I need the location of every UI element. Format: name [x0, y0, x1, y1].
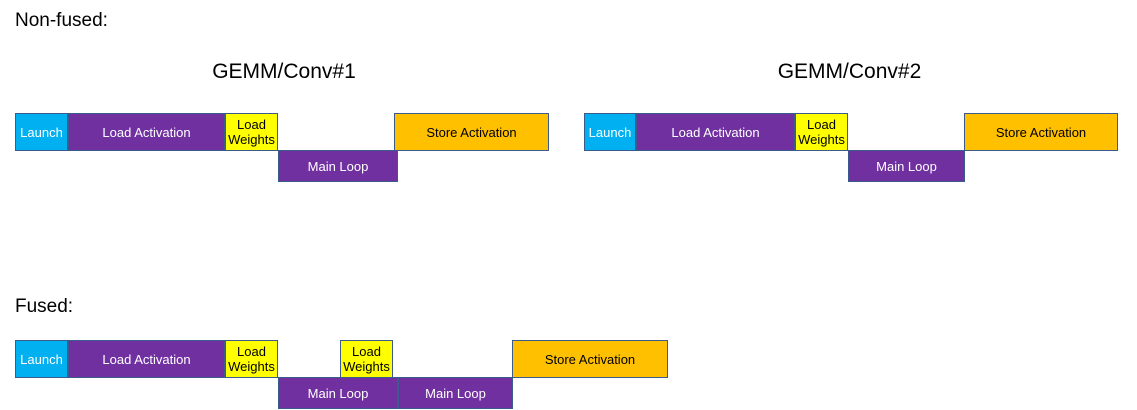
timeline-block-load-weights[interactable]: Load Weights [340, 340, 393, 378]
timeline-block-load-weights[interactable]: Load Weights [225, 113, 278, 151]
timeline-block-label: Launch [588, 124, 632, 140]
timeline-block-label: Launch [20, 351, 63, 367]
timeline-block-label: Store Activation [995, 124, 1087, 140]
kernel-title: GEMM/Conv#1 [212, 60, 356, 83]
section-label-fused: Fused: [15, 296, 74, 317]
timeline-block-label: Load Activation [102, 124, 191, 140]
section-label-non-fused: Non-fused: [15, 10, 108, 31]
timeline-block-main-loop[interactable]: Main Loop [848, 150, 965, 182]
timeline-block-label: Main Loop [307, 158, 369, 174]
timeline-block-store-activation[interactable]: Store Activation [964, 113, 1118, 151]
timeline-block-label: Main Loop [876, 158, 937, 174]
timeline-block-load-weights[interactable]: Load Weights [795, 113, 848, 151]
timeline-block-load-activation[interactable]: Load Activation [68, 340, 225, 378]
timeline-block-label: Load Weights [228, 344, 275, 374]
timeline-block-store-activation[interactable]: Store Activation [512, 340, 668, 378]
kernel-title: GEMM/Conv#2 [777, 60, 922, 83]
timeline-block-store-activation[interactable]: Store Activation [394, 113, 549, 151]
timeline-block-main-loop[interactable]: Main Loop [278, 150, 398, 182]
timeline-block-launch[interactable]: Launch [15, 340, 68, 378]
timeline-block-load-activation[interactable]: Load Activation [636, 113, 795, 151]
timeline-block-label: Load Weights [798, 117, 845, 147]
timeline-block-label: Load Weights [343, 344, 390, 374]
timeline-block-load-activation[interactable]: Load Activation [68, 113, 225, 151]
timeline-block-launch[interactable]: Launch [584, 113, 636, 151]
timeline-block-label: Store Activation [426, 124, 517, 140]
timeline-block-load-weights[interactable]: Load Weights [225, 340, 278, 378]
timeline-block-label: Load Activation [102, 351, 191, 367]
timeline-block-label: Main Loop [307, 385, 369, 401]
timeline-block-launch[interactable]: Launch [15, 113, 68, 151]
timeline-block-label: Main Loop [425, 385, 486, 401]
timeline-block-label: Load Weights [228, 117, 275, 147]
timeline-block-main-loop[interactable]: Main Loop [398, 377, 513, 409]
timeline-block-main-loop[interactable]: Main Loop [278, 377, 398, 409]
timeline-block-label: Load Activation [671, 124, 760, 140]
timeline-block-label: Store Activation [544, 351, 636, 367]
timeline-block-label: Launch [20, 124, 63, 140]
